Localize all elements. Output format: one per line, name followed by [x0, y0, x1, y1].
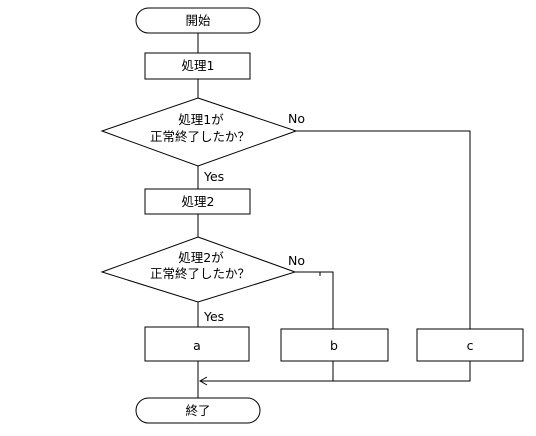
arrowhead: [198, 376, 208, 386]
box-c-label: c: [467, 338, 474, 353]
process2-box: [144, 188, 251, 215]
process2-label: 処理2: [182, 194, 215, 209]
end-terminal: [135, 397, 261, 424]
decision1-yes-label: Yes: [203, 169, 224, 184]
connector-decision2-no: [295, 271, 334, 329]
connectors: [197, 33, 471, 398]
box-b: [280, 328, 389, 362]
process1-box: [144, 52, 251, 80]
decision2-line2: 正常終了したか？: [150, 266, 250, 281]
decision1-line2: 正常終了したか？: [150, 129, 250, 144]
decision2-diamond: [100, 236, 297, 303]
start-label: 開始: [185, 13, 211, 28]
box-c: [416, 328, 524, 362]
decision2-line1: 処理2が: [178, 250, 224, 265]
decision1-no-label: No: [288, 111, 305, 126]
box-a: [144, 326, 250, 362]
decision1-diamond: [100, 97, 298, 167]
end-label: 終了: [185, 403, 210, 418]
decision2-no-label: No: [288, 253, 305, 268]
start-terminal: [135, 7, 261, 34]
connector-c-merge: [200, 361, 471, 382]
decision1-line1: 処理1が: [178, 112, 224, 127]
box-a-label: a: [193, 338, 201, 353]
connector-decision1-no: [296, 130, 471, 329]
box-b-label: b: [330, 338, 338, 353]
decision2-yes-label: Yes: [203, 309, 224, 324]
process1-label: 処理1: [182, 58, 215, 73]
